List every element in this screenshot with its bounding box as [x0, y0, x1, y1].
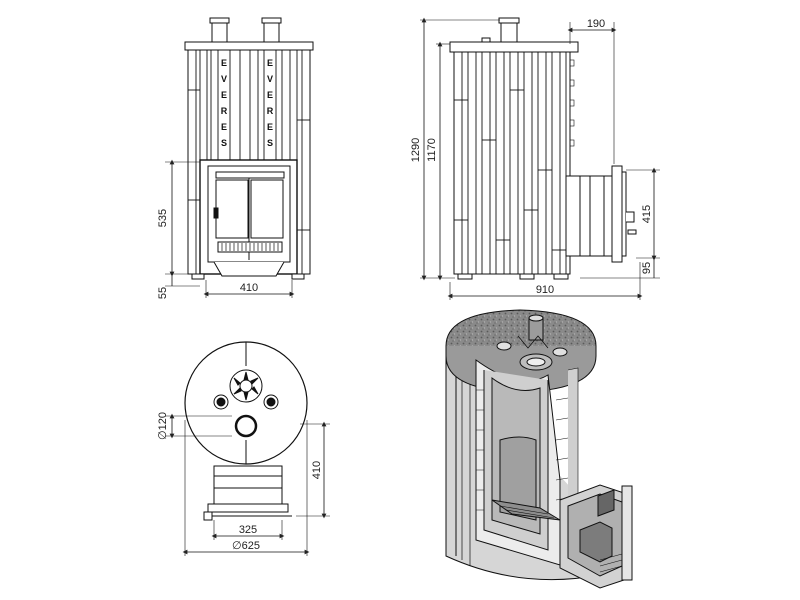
dim-front-door-height: 535 [157, 209, 169, 227]
brand-column-left: E V E R E S [221, 58, 228, 148]
dim-side-tunnel-offset: 190 [587, 18, 605, 30]
door-handle [213, 207, 219, 219]
side-view [420, 17, 660, 300]
door-glass-right [250, 179, 284, 239]
dim-front-base: 55 [157, 287, 169, 299]
front-top-plate [184, 41, 314, 51]
top-tunnel-flange [207, 503, 289, 513]
dim-top-tunnel-width: 325 [239, 524, 257, 536]
dim-side-body-height: 1170 [426, 138, 438, 162]
svg-text:R: R [221, 106, 228, 116]
svg-text:R: R [267, 106, 274, 116]
svg-text:E: E [221, 58, 227, 68]
dim-top-tunnel-length: 410 [311, 461, 323, 479]
top-view [165, 341, 330, 556]
dim-top-chimney: ∅120 [157, 412, 169, 440]
dim-side-total-height: 1290 [410, 138, 422, 162]
top-chimney-hole [234, 414, 258, 438]
dim-side-depth: 910 [536, 284, 554, 296]
cutaway-tunnel-flange [621, 485, 633, 581]
top-tunnel [213, 465, 283, 507]
svg-text:E: E [267, 58, 273, 68]
svg-text:E: E [267, 122, 273, 132]
front-chimney-left [211, 21, 228, 43]
side-top-plate [449, 41, 579, 53]
svg-text:E: E [267, 90, 273, 100]
svg-text:S: S [267, 138, 273, 148]
svg-text:V: V [267, 74, 273, 84]
front-panels [188, 50, 310, 274]
side-tunnel-handle [626, 211, 635, 223]
side-body [453, 51, 571, 275]
side-chimney [500, 21, 518, 43]
dim-top-diameter: ∅625 [232, 540, 260, 552]
svg-text:V: V [221, 74, 227, 84]
svg-text:E: E [221, 90, 227, 100]
dim-side-tunnel-height: 415 [641, 205, 653, 223]
dim-side-tunnel-base: 95 [641, 262, 653, 274]
front-chimney-right [263, 21, 280, 43]
brand-column-right: E V E R E S [267, 58, 274, 148]
svg-text:E: E [221, 122, 227, 132]
cutaway-3d-view [445, 309, 633, 589]
front-view: E V E R E S E V E R E S [165, 17, 314, 298]
dim-front-width: 410 [240, 282, 258, 294]
side-panels [454, 52, 567, 274]
side-tunnel-flange [611, 165, 623, 263]
door-glass-left [215, 179, 249, 239]
svg-text:S: S [221, 138, 227, 148]
